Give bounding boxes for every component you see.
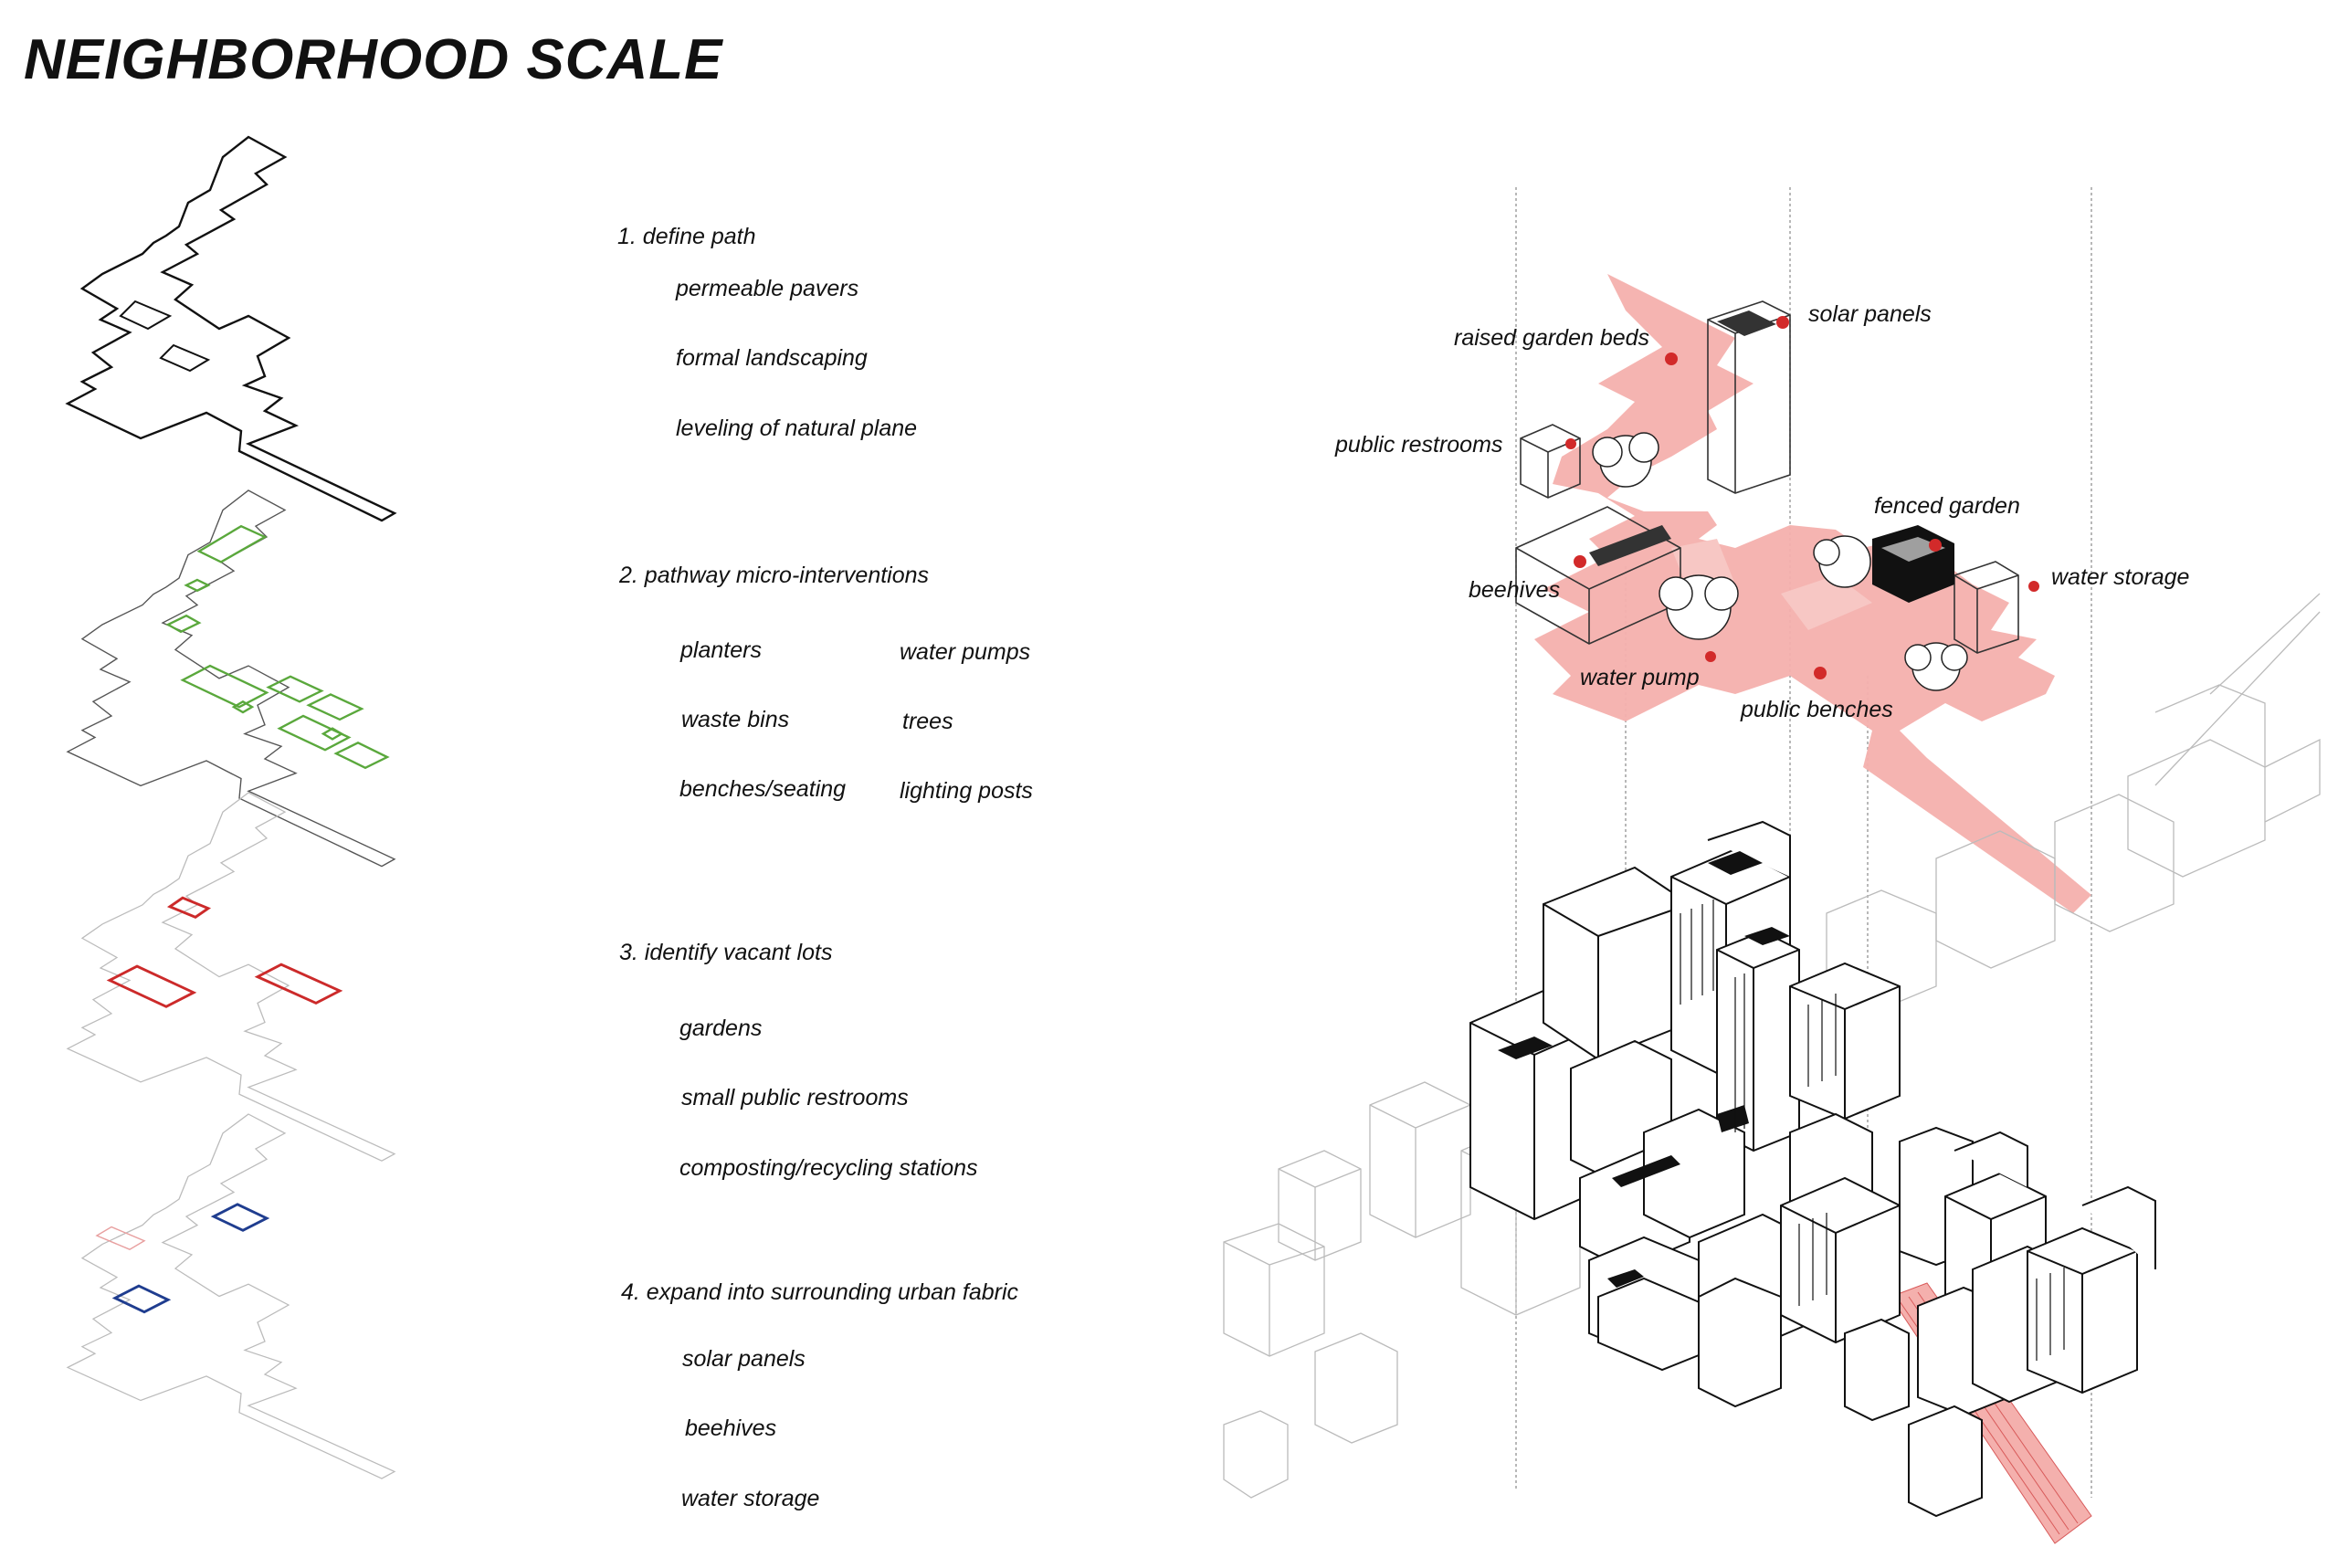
step-1-item: formal landscaping <box>676 345 868 371</box>
trees <box>1592 432 1968 691</box>
step-3-item: composting/recycling stations <box>679 1155 978 1181</box>
callout-fenced-garden: fenced garden <box>1874 493 2020 519</box>
step-2-item-col2: trees <box>902 709 953 734</box>
step-4-item: solar panels <box>682 1346 806 1372</box>
step-2-item: waste bins <box>681 707 790 732</box>
step-2-item-col2: water pumps <box>900 639 1031 665</box>
callout-water-storage: water storage <box>2051 564 2190 590</box>
callout-raised-garden-beds: raised garden beds <box>1454 325 1650 351</box>
diagram-expand <box>67 1113 395 1479</box>
diagram-define-path <box>66 135 396 522</box>
city-details <box>1498 851 1790 1288</box>
step-3-item: small public restrooms <box>681 1085 909 1110</box>
step-3-item: gardens <box>679 1016 763 1041</box>
step-2-item: benches/seating <box>679 776 847 802</box>
callout-solar-panels: solar panels <box>1808 301 1932 327</box>
callout-water-pump: water pump <box>1580 665 1700 690</box>
fenced-garden-block <box>1872 525 1954 603</box>
diagram-micro-interventions <box>67 489 395 868</box>
step-3-title: 3. identify vacant lots <box>619 940 833 965</box>
step-1-item: permeable pavers <box>676 276 859 301</box>
window-lines <box>1680 900 2065 1361</box>
page-title: NEIGHBORHOOD SCALE <box>24 28 723 91</box>
background-buildings <box>1223 593 2321 1499</box>
step-1-title: 1. define path <box>617 224 756 249</box>
pink-path-plane <box>1534 274 2092 1544</box>
path-diagrams <box>66 135 396 1479</box>
callout-public-restrooms: public restrooms <box>1335 432 1503 458</box>
diagram-vacant-lots <box>67 792 395 1162</box>
step-1-item: leveling of natural plane <box>676 416 918 441</box>
step-4-item: water storage <box>681 1486 820 1511</box>
step-2-item-col2: lighting posts <box>900 778 1033 804</box>
step-4-item: beehives <box>685 1415 777 1441</box>
city-buildings <box>1469 820 2156 1518</box>
step-2-title: 2. pathway micro-interventions <box>619 563 930 588</box>
callout-beehives: beehives <box>1469 577 1561 603</box>
upper-elements <box>1515 300 2019 654</box>
step-2-item: planters <box>680 637 762 663</box>
step-4-title: 4. expand into surrounding urban fabric <box>621 1279 1019 1305</box>
callout-public-benches: public benches <box>1741 697 1893 722</box>
projection-lines <box>1515 187 2092 1498</box>
